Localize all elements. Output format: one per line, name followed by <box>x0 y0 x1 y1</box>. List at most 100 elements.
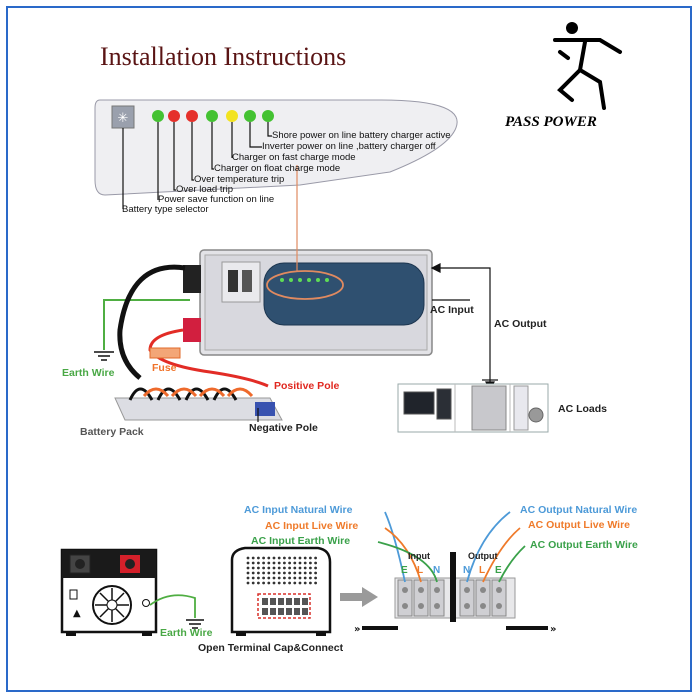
vent-dot <box>288 576 291 580</box>
vent-dot <box>288 571 291 575</box>
vent-dot <box>303 576 307 580</box>
vent-dot <box>257 581 260 585</box>
vent-dot <box>272 581 276 585</box>
vent-dot <box>314 561 317 565</box>
vent-dot <box>283 576 286 580</box>
vent-dot <box>257 571 260 575</box>
vent-dot <box>267 556 271 560</box>
vent-dot <box>298 576 302 580</box>
svg-text:»: » <box>550 624 556 635</box>
vent-dot <box>262 561 265 565</box>
vent-dot <box>277 566 281 570</box>
vent-dot <box>288 581 291 585</box>
vent-dot <box>262 581 265 585</box>
ac-input-live-wire-label: AC Input Live Wire <box>265 520 359 532</box>
led-panel: ✳ <box>94 99 458 209</box>
inverter-rear-view <box>230 546 332 636</box>
vent-dot <box>314 581 317 585</box>
vent-dot <box>257 556 260 560</box>
fuse-icon <box>149 347 181 359</box>
led-label-float-charge: Charger on float charge mode <box>214 163 341 174</box>
vent-dot <box>309 566 312 570</box>
vent-dot <box>277 556 281 560</box>
open-terminal-label: Open Terminal Cap&Connect <box>198 642 344 654</box>
input-label: Input <box>408 551 430 561</box>
vent-dot <box>251 561 255 565</box>
vent-dot <box>277 561 281 565</box>
terminal-letter: E <box>401 565 408 576</box>
vent-dot <box>246 566 250 570</box>
fuse-label: Fuse <box>152 362 177 374</box>
inverter-unit <box>183 165 433 356</box>
vent-dot <box>298 556 302 560</box>
led-green-icon <box>262 110 274 122</box>
vent-dot <box>314 576 317 580</box>
inverter-front-view: ▲ <box>60 548 158 636</box>
led-green-icon <box>206 110 218 122</box>
vent-dot <box>309 561 312 565</box>
vent-dot <box>298 571 302 575</box>
vent-dot <box>246 561 250 565</box>
terminal-block: » » <box>354 552 556 635</box>
ac-input-earth-wire-label: AC Input Earth Wire <box>251 535 351 547</box>
led-green-icon <box>244 110 256 122</box>
ac-output-natural-wire-label: AC Output Natural Wire <box>520 504 638 516</box>
vent-dot <box>303 556 307 560</box>
vent-dot <box>293 566 297 570</box>
earth-wire-label: Earth Wire <box>62 367 115 379</box>
vent-dot <box>267 571 271 575</box>
vent-dot <box>288 566 291 570</box>
vent-dot <box>309 581 312 585</box>
earth-wire <box>94 299 190 361</box>
vent-dot <box>293 556 297 560</box>
vent-dot <box>262 566 265 570</box>
vent-dot <box>262 576 265 580</box>
vent-dot <box>251 556 255 560</box>
vent-dot <box>298 581 302 585</box>
battery-pack-label: Battery Pack <box>80 426 144 438</box>
vent-dot <box>251 581 255 585</box>
negative-pole-label: Negative Pole <box>249 422 318 434</box>
battery-pack <box>114 387 283 421</box>
vent-dot <box>298 561 302 565</box>
vent-dot <box>293 561 297 565</box>
vent-dot <box>309 576 312 580</box>
vent-dot <box>246 581 250 585</box>
led-highlight-ellipse <box>266 270 344 300</box>
terminal-letter: E <box>495 565 502 576</box>
ac-wiring <box>430 263 498 392</box>
vent-dot <box>262 571 265 575</box>
ac-output-label: AC Output <box>494 318 547 330</box>
vent-dot <box>262 556 265 560</box>
led-label-fast-charge: Charger on fast charge mode <box>232 152 356 163</box>
brand-name: PASS POWER <box>505 114 597 130</box>
terminal-letter: L <box>417 565 424 576</box>
terminal-letter: N <box>463 565 471 576</box>
vent-dot <box>272 576 276 580</box>
terminal-letter: N <box>433 565 441 576</box>
vent-dot <box>267 561 271 565</box>
vent-dot <box>277 581 281 585</box>
vent-dot <box>283 571 286 575</box>
pass-power-logo-icon <box>553 22 622 110</box>
led-red-icon <box>168 110 180 122</box>
vent-dot <box>251 566 255 570</box>
vent-dot <box>251 576 255 580</box>
vent-dot <box>303 581 307 585</box>
led-label-over-load: Over load trip <box>176 184 234 195</box>
arrow-right-icon <box>340 587 378 607</box>
led-label-shore-power: Shore power on line battery charger acti… <box>272 130 451 141</box>
ac-loads-label: AC Loads <box>558 403 608 415</box>
vent-dot <box>314 566 317 570</box>
vent-dot <box>288 561 291 565</box>
ac-output-live-wire-label: AC Output Live Wire <box>528 519 630 531</box>
vent-dot <box>303 566 307 570</box>
vent-dot <box>272 571 276 575</box>
vent-dot <box>293 576 297 580</box>
vent-dot <box>283 561 286 565</box>
vent-dot <box>314 571 317 575</box>
positive-pole-label: Positive Pole <box>274 380 340 392</box>
vent-dot <box>267 576 271 580</box>
led-label-battery-type: Battery type selector <box>122 204 209 215</box>
